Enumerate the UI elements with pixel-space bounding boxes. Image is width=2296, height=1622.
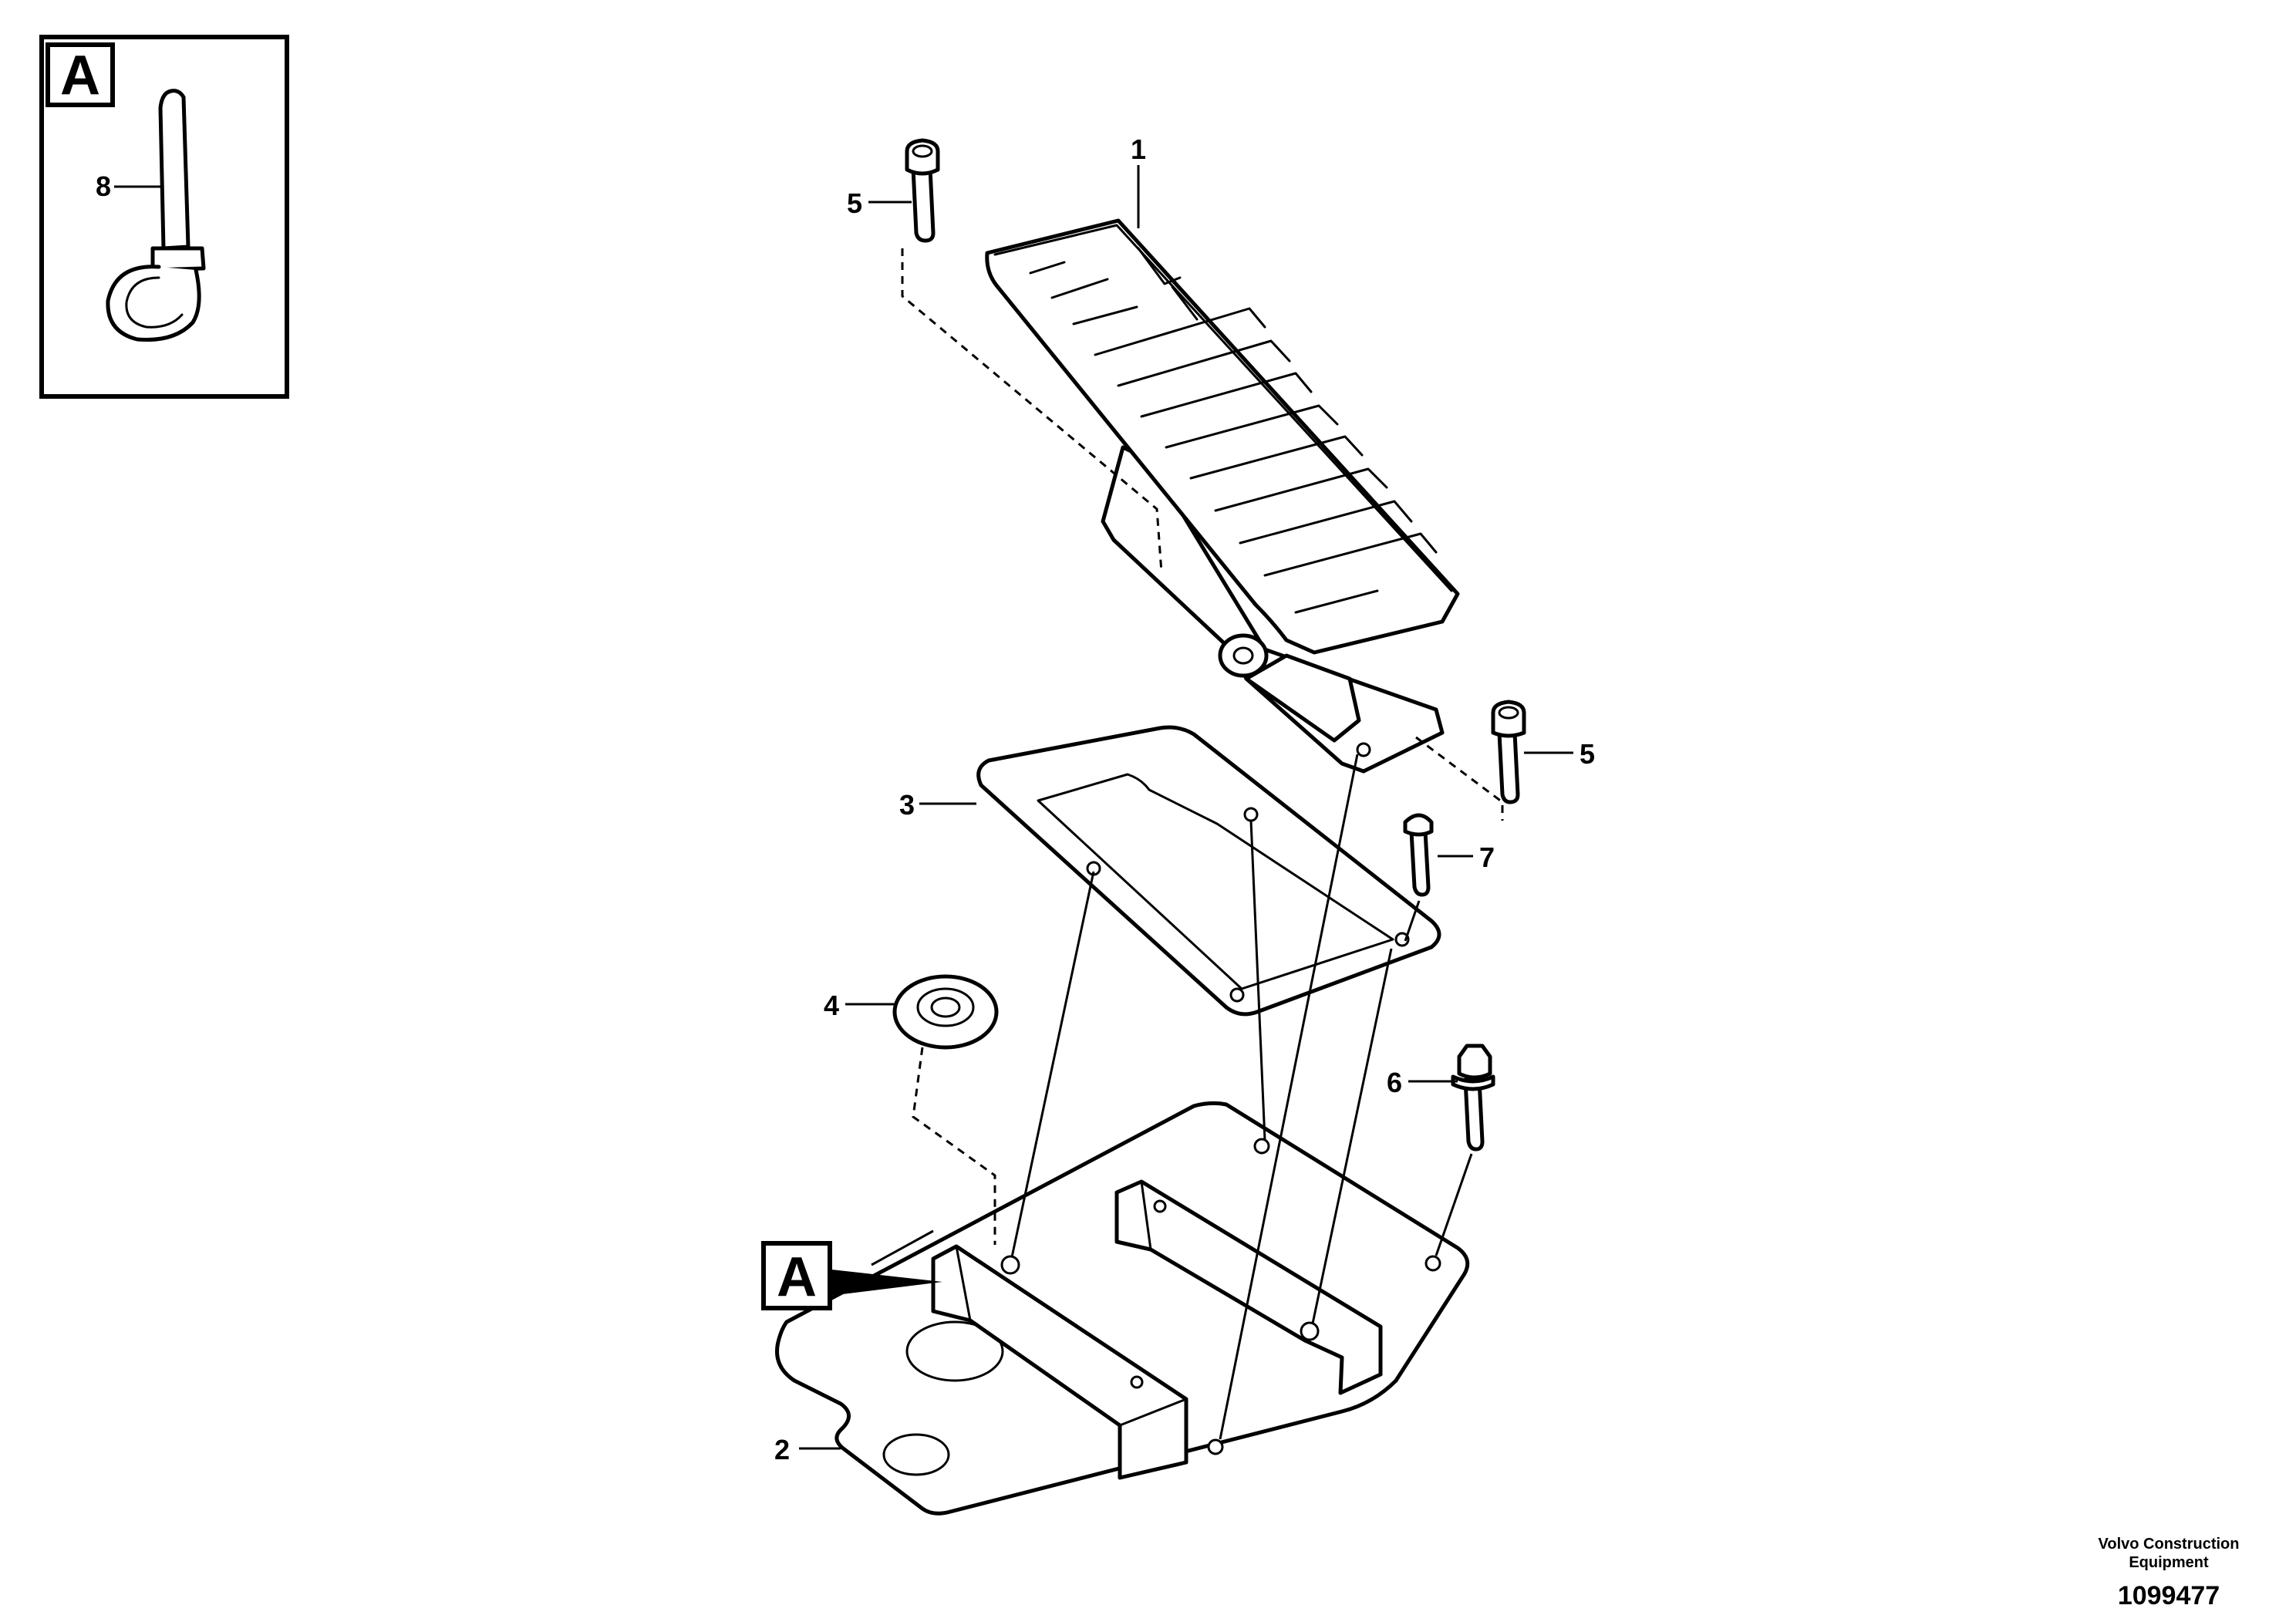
footer-drawing-number: 1099477 [2117,1581,2220,1610]
base-hole [1424,1255,1441,1272]
bolt-5-right [1491,700,1526,804]
callout-7: 7 [1479,841,1495,873]
base-hole [1153,1199,1167,1213]
footer-company: Volvo Construction Equipment [2098,1536,2240,1571]
callout-3: 3 [899,789,915,821]
base-hole [1130,1375,1144,1389]
callout-5-right: 5 [1580,738,1595,770]
base-hole [1253,1138,1270,1155]
base-hole [1300,1321,1320,1341]
callout-4: 4 [824,990,839,1021]
callout-1: 1 [1131,133,1146,165]
detail-box-a: A 8 [39,35,289,399]
reference-marker-label: A [777,1246,817,1308]
cable-tie-icon [106,89,206,342]
base-hole [1000,1255,1020,1275]
grommet [892,974,999,1050]
bolt-5-top [905,138,940,243]
callout-8: 8 [96,170,111,202]
callout-6: 6 [1387,1067,1402,1098]
bolt-6 [1451,1044,1495,1152]
detail-box-label: A [60,45,100,106]
base-plate [775,1101,1470,1516]
reference-marker-a: A [761,1229,942,1310]
callout-2: 2 [774,1434,790,1465]
gasket [976,725,1441,1017]
accelerator-pedal [985,218,1460,774]
callout-5-top: 5 [847,187,862,219]
base-hole [1207,1438,1224,1455]
screw-7 [1403,813,1434,897]
